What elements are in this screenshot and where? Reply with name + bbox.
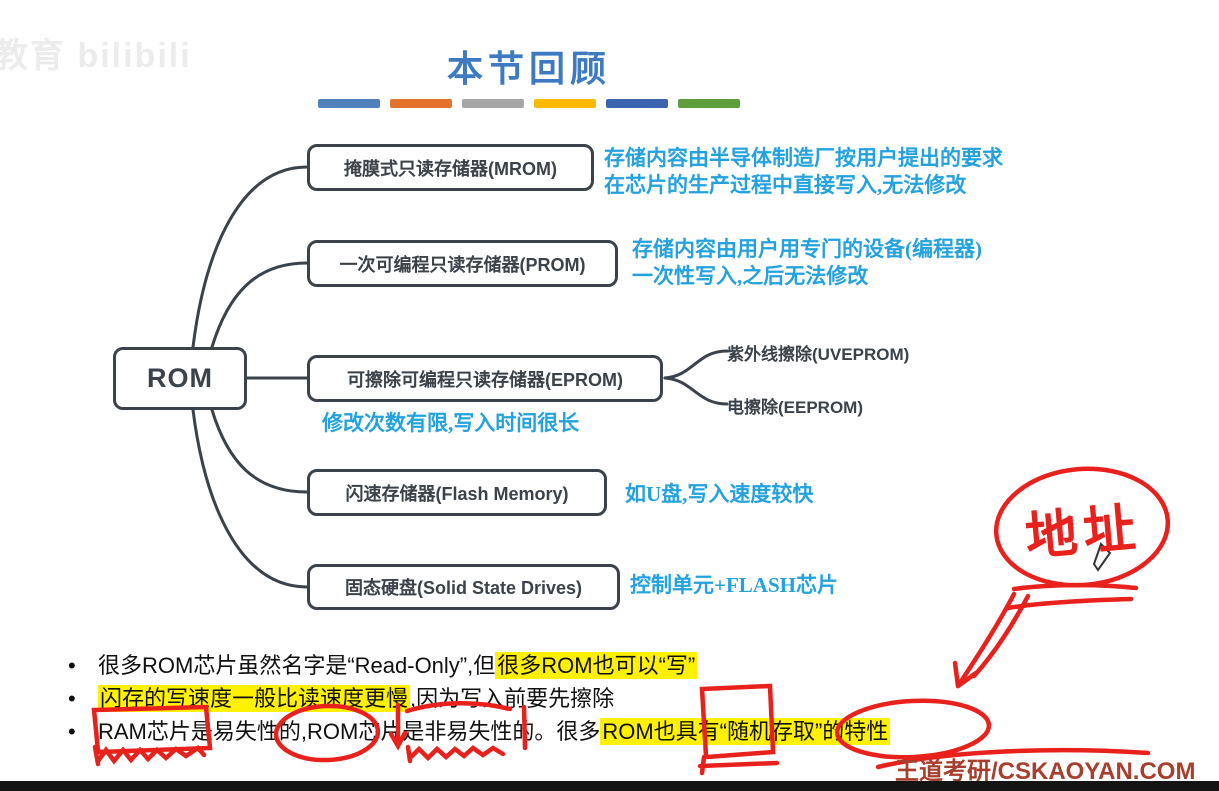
- bullet-1-highlight: 很多ROM也可以“写”: [495, 652, 698, 679]
- note-eprom: 修改次数有限,写入时间很长: [322, 411, 580, 435]
- node-flash-label: 闪速存储器(Flash Memory): [345, 483, 569, 504]
- connector-rom-mrom: [191, 165, 309, 349]
- red-arrow-shaft-2: [971, 593, 1031, 679]
- node-mrom-label: 掩膜式只读存储器(MROM): [344, 158, 557, 179]
- note-flash: 如U盘,写入速度较快: [625, 482, 814, 506]
- bullet-3-highlight: ROM也具有“随机存取”的特性: [600, 718, 891, 745]
- bullet-3: • RAM芯片是易失性的,ROM芯片是非易失性的。很多ROM也具有“随机存取”的特…: [68, 714, 891, 746]
- node-eprom: 可擦除可编程只读存储器(EPROM): [307, 355, 663, 402]
- bilibili-watermark: 教育 bilibili: [0, 37, 192, 75]
- red-box-rom-extra-strokes: [697, 754, 780, 776]
- divider-bar-gray: [462, 99, 524, 108]
- bullet-dot: •: [68, 653, 76, 678]
- node-rom-label: ROM: [147, 363, 213, 393]
- handwritten-dizhi-text: 地址: [1022, 497, 1144, 568]
- bullet-2-highlight: 闪存的写速度一般比读速度更慢: [98, 685, 411, 712]
- note-mrom-line1: 存储内容由半导体制造厂按用户提出的要求: [604, 146, 1003, 170]
- bullet-dot: •: [68, 719, 76, 744]
- page-title: 本节回顾: [447, 49, 612, 89]
- node-ssd: 固态硬盘(Solid State Drives): [307, 564, 620, 610]
- node-ssd-label: 固态硬盘(Solid State Drives): [344, 578, 583, 598]
- red-underline-2: [1005, 596, 1134, 611]
- connector-rom-ssd: [191, 408, 309, 589]
- red-arrow-head: [952, 660, 979, 689]
- cskaoyan-watermark: 王道考研/CSKAOYAN.COM: [895, 758, 1196, 785]
- node-uveprom-label: 紫外线擦除(UVEPROM): [727, 345, 910, 364]
- node-eeprom-label: 电擦除(EEPROM): [727, 398, 863, 417]
- bullet-dot: •: [68, 686, 76, 711]
- connector-rom-flash: [210, 408, 309, 494]
- note-mrom-line2: 在芯片的生产过程中直接写入,无法修改: [604, 173, 967, 197]
- node-mrom: 掩膜式只读存储器(MROM): [307, 144, 594, 191]
- divider-bar-yellow: [534, 99, 596, 108]
- divider-bar-blue: [318, 99, 380, 108]
- red-squiggle-ram: [92, 744, 207, 767]
- note-mrom: 存储内容由半导体制造厂按用户提出的要求 在芯片的生产过程中直接写入,无法修改: [604, 145, 1003, 199]
- bullet-1: • 很多ROM芯片虽然名字是“Read-Only”,但很多ROM也可以“写”: [68, 648, 698, 680]
- connector-eprom-eeprom: [663, 376, 729, 406]
- node-eprom-label: 可擦除可编程只读存储器(EPROM): [347, 369, 623, 390]
- red-squiggle-yishixing: [405, 744, 506, 764]
- connector-eprom-uveprom: [663, 349, 729, 380]
- note-prom: 存储内容由用户用专门的设备(编程器) 一次性写入,之后无法修改: [632, 236, 982, 290]
- divider-bar-darkblue: [606, 99, 668, 108]
- node-rom: ROM: [113, 347, 247, 410]
- bullet-1-pre: 很多ROM芯片虽然名字是“Read-Only”,但: [98, 653, 496, 678]
- note-prom-line1: 存储内容由用户用专门的设备(编程器): [632, 237, 982, 261]
- video-letterbox-bar: [0, 781, 1219, 791]
- node-flash: 闪速存储器(Flash Memory): [307, 469, 607, 516]
- divider-bar-orange: [390, 99, 452, 108]
- divider-bar-green: [678, 99, 740, 108]
- bullet-2-post: ,因为写入前要先擦除: [410, 686, 615, 711]
- red-underline-1: [1011, 582, 1139, 592]
- red-arrow-shaft: [955, 591, 1017, 689]
- note-prom-line2: 一次性写入,之后无法修改: [632, 264, 869, 288]
- node-prom-label: 一次可编程只读存储器(PROM): [339, 254, 586, 275]
- node-prom: 一次可编程只读存储器(PROM): [307, 240, 618, 287]
- bullet-3-pre: RAM芯片是易失性的,ROM芯片是非易失性的。很多: [98, 719, 601, 744]
- connector-rom-prom: [210, 261, 309, 349]
- note-ssd: 控制单元+FLASH芯片: [630, 573, 838, 597]
- bullet-2: • 闪存的写速度一般比读速度更慢,因为写入前要先擦除: [68, 681, 614, 713]
